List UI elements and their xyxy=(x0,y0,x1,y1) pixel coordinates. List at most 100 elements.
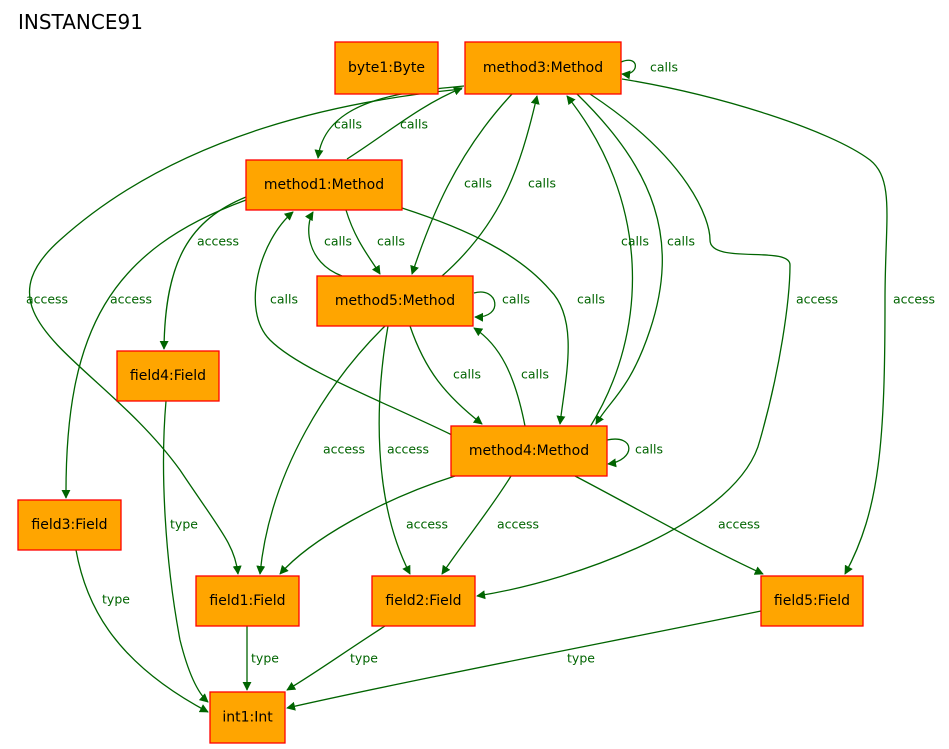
node-box xyxy=(17,499,122,551)
node-method5[interactable]: method5:Method xyxy=(316,275,474,327)
edge-line xyxy=(345,209,381,275)
edge-label-access: access xyxy=(893,292,935,307)
edge-method1-to-field4 xyxy=(159,196,247,350)
node-method4[interactable]: method4:Method xyxy=(450,425,608,477)
edge-line xyxy=(621,78,888,575)
edge-line xyxy=(473,291,496,322)
edge-label-type: type xyxy=(567,651,595,666)
edge-label-calls: calls xyxy=(650,60,678,75)
edge-line xyxy=(441,475,512,575)
edge-method3-to-field1 xyxy=(28,88,463,575)
node-field4[interactable]: field4:Field xyxy=(116,350,220,402)
node-label: field1:Field xyxy=(209,593,285,609)
node-byte1[interactable]: byte1:Byte xyxy=(334,41,439,95)
edge-line xyxy=(314,85,465,159)
node-field2[interactable]: field2:Field xyxy=(371,575,476,627)
edge-line xyxy=(401,207,569,425)
edge-method1-to-method4 xyxy=(401,207,569,425)
edge-method3-to-method5 xyxy=(410,93,513,275)
edge-line xyxy=(304,211,343,277)
edge-line xyxy=(75,549,209,713)
node-box xyxy=(316,275,474,327)
edge-method3-to-method4 xyxy=(576,93,663,425)
edge-label-calls: calls xyxy=(400,117,428,132)
edge-method4-to-method5 xyxy=(473,327,526,427)
node-int1[interactable]: int1:Int xyxy=(209,691,286,744)
edge-label-calls: calls xyxy=(621,234,649,249)
node-box xyxy=(334,41,439,95)
edge-method5-to-method3 xyxy=(441,95,540,277)
edge-label-access: access xyxy=(406,517,448,532)
node-field1[interactable]: field1:Field xyxy=(195,575,300,627)
edge-line xyxy=(256,325,386,575)
edge-label-calls: calls xyxy=(334,117,362,132)
node-label: method4:Method xyxy=(469,443,589,459)
edge-method5-to-field2 xyxy=(378,325,411,575)
edge-line xyxy=(410,93,513,275)
edge-line xyxy=(28,88,463,575)
edge-label-calls: calls xyxy=(453,367,481,382)
edge-method3-to-field2 xyxy=(476,93,791,600)
edge-label-access: access xyxy=(197,234,239,249)
edge-line xyxy=(159,196,247,350)
edge-line xyxy=(620,59,637,80)
edge-line xyxy=(254,211,453,436)
edge-line xyxy=(566,95,634,428)
edge-label-calls: calls xyxy=(577,292,605,307)
edge-line xyxy=(473,327,526,427)
edge-label-calls: calls xyxy=(270,292,298,307)
node-label: byte1:Byte xyxy=(348,60,425,76)
node-box xyxy=(464,41,622,95)
edge-label-calls: calls xyxy=(528,176,556,191)
node-label: int1:Int xyxy=(222,710,273,726)
edge-line xyxy=(606,438,630,468)
edge-label-calls: calls xyxy=(464,176,492,191)
edge-method4-to-method1 xyxy=(254,211,453,436)
node-method3[interactable]: method3:Method xyxy=(464,41,622,95)
node-box xyxy=(371,575,476,627)
node-label: field5:Field xyxy=(774,593,850,609)
edge-label-access: access xyxy=(323,442,365,457)
edge-line xyxy=(576,93,663,425)
node-field3[interactable]: field3:Field xyxy=(17,499,122,551)
edge-method4-to-method4 xyxy=(606,438,630,468)
node-field5[interactable]: field5:Field xyxy=(760,575,864,627)
node-box xyxy=(195,575,300,627)
node-method1[interactable]: method1:Method xyxy=(245,159,403,211)
node-label: field3:Field xyxy=(31,517,107,533)
edge-method3-to-method3 xyxy=(620,59,637,80)
node-box xyxy=(116,350,220,402)
edge-label-access: access xyxy=(497,517,539,532)
edge-label-type: type xyxy=(102,592,130,607)
edge-line xyxy=(61,199,247,499)
edge-method4-to-field1 xyxy=(279,475,456,575)
edge-field5-to-int1 xyxy=(286,610,762,711)
node-box xyxy=(245,159,403,211)
edge-label-type: type xyxy=(170,517,198,532)
node-label: method1:Method xyxy=(264,177,384,193)
edge-method3-to-method1 xyxy=(314,85,465,159)
edge-line xyxy=(286,625,386,691)
node-label: method3:Method xyxy=(483,60,603,76)
edge-method5-to-method4 xyxy=(409,325,483,425)
edge-label-access: access xyxy=(718,517,760,532)
edge-line xyxy=(279,475,456,575)
edge-label-calls: calls xyxy=(502,292,530,307)
edge-line xyxy=(476,93,791,600)
edge-line xyxy=(441,95,540,277)
edge-method4-to-field5 xyxy=(574,475,764,575)
edge-label-calls: calls xyxy=(667,234,695,249)
node-label: method5:Method xyxy=(335,293,455,309)
edge-method4-to-method3 xyxy=(566,95,634,428)
edge-method1-to-method5 xyxy=(345,209,381,275)
edge-method1-to-method3 xyxy=(346,86,463,160)
edge-label-access: access xyxy=(387,442,429,457)
edge-field2-to-int1 xyxy=(286,625,386,691)
edge-line xyxy=(574,475,764,575)
node-label: field2:Field xyxy=(385,593,461,609)
edge-method1-to-field3 xyxy=(61,199,247,499)
node-box xyxy=(760,575,864,627)
edge-line xyxy=(378,325,411,575)
edge-label-calls: calls xyxy=(377,234,405,249)
edge-method3-to-field5 xyxy=(621,78,888,575)
